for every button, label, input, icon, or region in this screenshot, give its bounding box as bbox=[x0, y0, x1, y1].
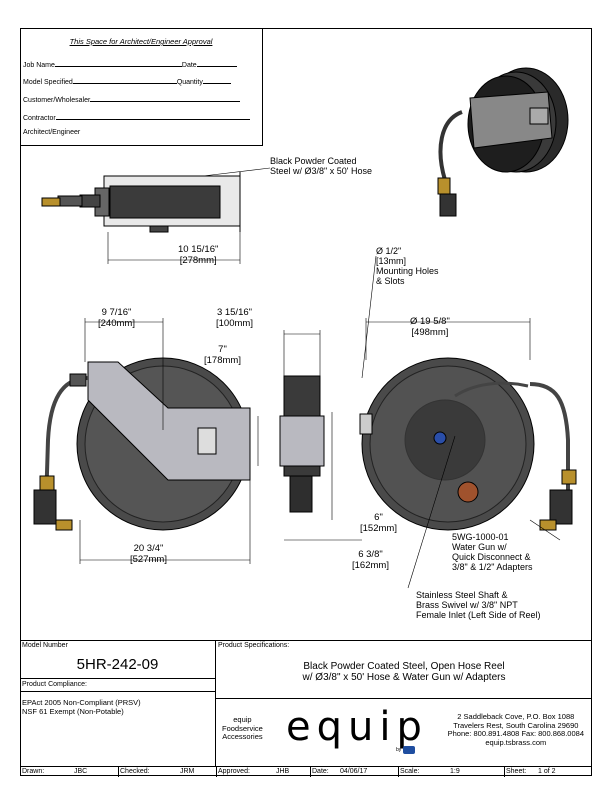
front-view bbox=[33, 318, 251, 564]
job-name-row: Job Name Date bbox=[23, 59, 259, 69]
model-number-cell: Model Number 5HR-242-09 bbox=[20, 641, 216, 679]
model-number: 5HR-242-09 bbox=[76, 656, 159, 673]
isometric-view bbox=[437, 67, 569, 217]
sheet-number: 1 of 2 bbox=[538, 768, 556, 775]
approved-by: JHB bbox=[276, 768, 290, 775]
footer-bar: Drawn: JBC Checked: JRM Approved: JHB Da… bbox=[20, 766, 592, 777]
architect-label: Architect/Engineer bbox=[23, 129, 81, 136]
approval-title: This Space for Architect/Engineer Approv… bbox=[69, 37, 213, 46]
side-view bbox=[257, 255, 377, 541]
job-name-label: Job Name bbox=[23, 62, 55, 69]
arm-dim: 9 7/16"[240mm] bbox=[98, 307, 135, 329]
customer-row: Customer/Wholesaler bbox=[23, 94, 259, 104]
back-view bbox=[359, 318, 577, 589]
drawing-scale: 1:9 bbox=[450, 768, 460, 775]
top-view bbox=[41, 167, 271, 264]
quantity-label: Quantity bbox=[176, 79, 203, 86]
model-row: Model Specified Quantity bbox=[23, 76, 259, 86]
width-20-dim: 20 3/4"[527mm] bbox=[130, 543, 167, 565]
drawn-by: JBC bbox=[74, 768, 88, 775]
drawing-sheet bbox=[20, 28, 592, 776]
customer-label: Customer/Wholesaler bbox=[23, 97, 91, 104]
side-6-3-8-dim: 6 3/8"[162mm] bbox=[352, 549, 389, 571]
contractor-label: Contractor bbox=[23, 115, 56, 122]
product-spec: Black Powder Coated Steel, Open Hose Ree… bbox=[302, 661, 506, 683]
date-label: Date bbox=[181, 62, 197, 69]
title-block: Model Number 5HR-242-09 Product Complian… bbox=[20, 640, 592, 776]
diameter-dim: Ø 19 5/8"[498mm] bbox=[410, 316, 450, 338]
contractor-row: Contractor bbox=[23, 112, 259, 122]
height-7-dim: 7"[178mm] bbox=[204, 344, 241, 366]
approval-box: This Space for Architect/Engineer Approv… bbox=[20, 28, 263, 146]
shaft-callout: Stainless Steel Shaft &Brass Swivel w/ 3… bbox=[416, 590, 541, 620]
top-width-dim: 10 15/16"[278mm] bbox=[178, 244, 219, 266]
tandsbrass-logo-icon bbox=[403, 746, 415, 754]
technical-drawing bbox=[33, 67, 577, 589]
brand-by: by bbox=[396, 747, 402, 753]
spec-cell: Product Specifications: Black Powder Coa… bbox=[216, 641, 592, 699]
equip-logo: equip bbox=[286, 704, 428, 750]
model-specified-label: Model Specified bbox=[23, 79, 73, 86]
checked-by: JRM bbox=[180, 768, 195, 775]
drawing-date: 04/06/17 bbox=[340, 768, 368, 775]
architect-row: Architect/Engineer bbox=[23, 129, 259, 139]
compliance-cell: EPAct 2005 Non-Compliant (PRSV)NSF 61 Ex… bbox=[20, 692, 216, 767]
compliance-label: Product Compliance: bbox=[22, 681, 87, 688]
holes-callout: Ø 1/2"[13mm]Mounting Holes& Slots bbox=[376, 246, 439, 286]
depth-dim: 3 15/16"[100mm] bbox=[216, 307, 253, 329]
base-6-dim: 6"[152mm] bbox=[360, 512, 397, 534]
